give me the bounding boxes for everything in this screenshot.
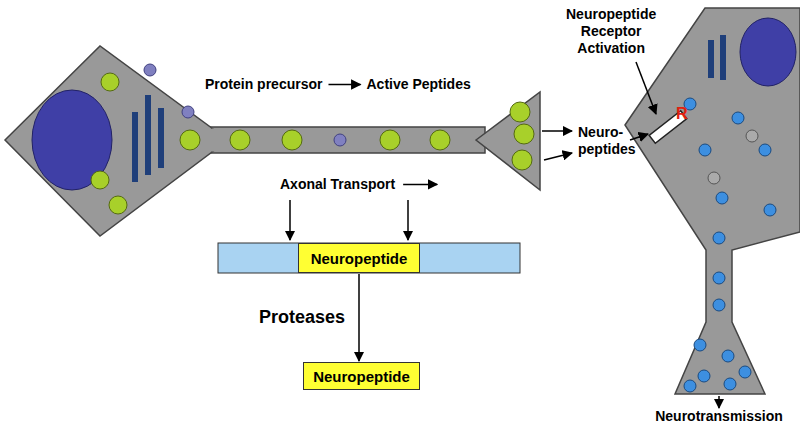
cell-body	[5, 46, 228, 236]
release-arrow	[542, 130, 572, 132]
down-arrow	[407, 200, 409, 240]
receptor-label: Neuropeptide Receptor Activation	[566, 6, 656, 56]
golgi-bar	[132, 112, 138, 182]
process-label: Active Peptides	[366, 76, 470, 93]
axon	[210, 127, 485, 153]
leader-arrow	[636, 62, 656, 114]
transport-label: Axonal Transport	[280, 176, 395, 193]
green-vesicles	[91, 73, 534, 214]
binding-arrow	[630, 134, 648, 140]
transport-arrow	[403, 184, 437, 186]
purple-vesicles	[144, 64, 346, 146]
blue-vesicles	[684, 98, 776, 392]
process-arrow	[358, 274, 360, 361]
nucleus	[740, 18, 796, 86]
release-arrow	[544, 153, 572, 160]
junction-fill	[212, 129, 230, 152]
release-label: Neuro- peptides	[578, 124, 636, 158]
axon-terminal	[476, 92, 540, 190]
golgi-bar	[720, 35, 726, 80]
cell-body	[625, 8, 800, 394]
down-arrow	[289, 200, 291, 240]
golgi-bar	[708, 40, 714, 78]
golgi-bar	[158, 108, 164, 168]
process-arrow	[328, 84, 360, 86]
nucleus	[32, 90, 112, 190]
precursor-band	[218, 243, 520, 273]
receptor-letter: R	[676, 104, 688, 123]
node-text: Neuropeptide	[311, 250, 408, 267]
left-neuron	[5, 46, 540, 236]
peptide-box: Neuropeptide	[298, 243, 420, 273]
peptide-box: Neuropeptide	[303, 362, 420, 390]
right-neuron	[625, 8, 800, 394]
node-text: Neuropeptide	[313, 368, 410, 385]
golgi-bar	[145, 95, 151, 175]
edge-label: Proteases	[259, 307, 345, 328]
arrows	[290, 62, 719, 408]
output-label: Neurotransmission	[655, 408, 783, 425]
down-arrow	[718, 396, 720, 408]
process-label: Protein precursor	[205, 76, 322, 93]
empty-vesicles	[708, 130, 758, 184]
